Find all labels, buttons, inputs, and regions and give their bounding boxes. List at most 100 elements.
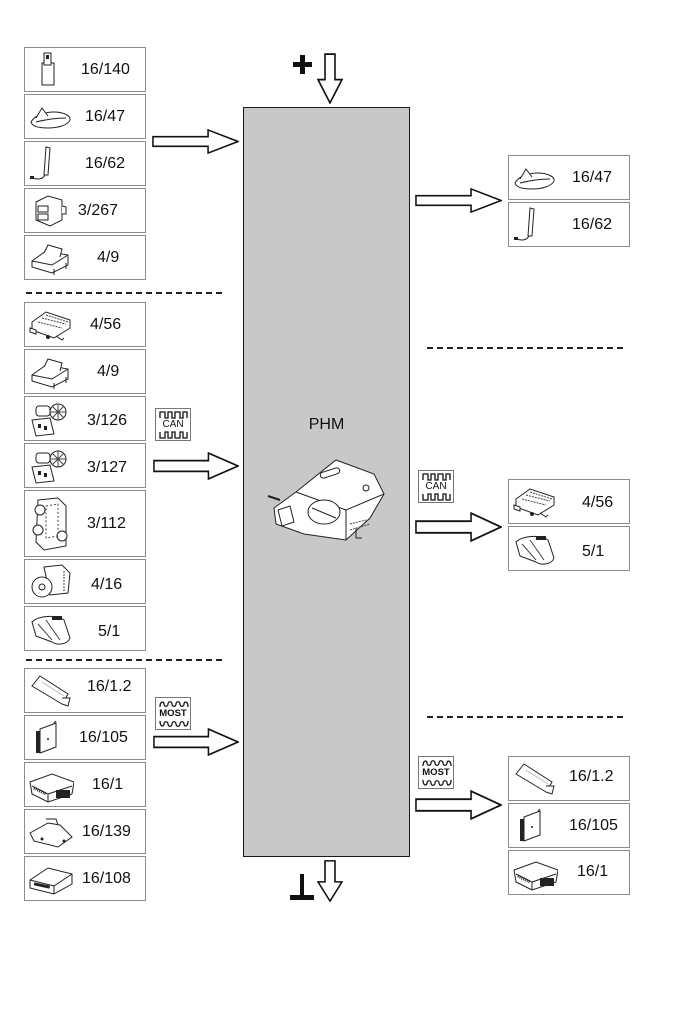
- input-arrow-group1: [152, 129, 239, 154]
- control-unit-icon: [28, 239, 74, 277]
- input-arrow-most: [153, 728, 239, 756]
- component-id: 3/127: [87, 459, 128, 476]
- can-bus-badge: CAN: [418, 470, 454, 503]
- component-id: 4/9: [97, 363, 120, 380]
- shark-fin-antenna-icon: [512, 159, 558, 197]
- head-unit-icon: [512, 854, 558, 892]
- fuse-box-icon: [28, 306, 74, 344]
- component-id: 16/105: [569, 817, 618, 834]
- instrument-cluster-icon: [28, 610, 74, 648]
- component-id: 16/47: [85, 108, 126, 125]
- most-bus-badge: MOST: [155, 697, 191, 730]
- component-id: 16/62: [572, 216, 613, 233]
- can-square-wave-icon: [159, 411, 189, 419]
- component-id: 4/16: [91, 576, 123, 593]
- phm-label: PHM: [308, 416, 345, 433]
- display-icon: [28, 672, 74, 710]
- group-divider: [26, 292, 222, 294]
- input-component-16-105[interactable]: 16/105: [24, 715, 146, 760]
- ground-arrow: [317, 860, 343, 902]
- display-icon: [512, 760, 558, 798]
- component-id: 16/1: [92, 776, 124, 793]
- output-component-16-47[interactable]: 16/47: [508, 155, 630, 200]
- component-id: 5/1: [98, 623, 121, 640]
- can-bus-label: CAN: [162, 419, 184, 430]
- component-id: 16/1.2: [569, 768, 614, 785]
- output-arrow-most: [415, 790, 502, 820]
- rod-antenna-icon: [28, 145, 74, 183]
- input-component-4-9[interactable]: 4/9: [24, 349, 146, 394]
- shark-fin-antenna-icon: [28, 98, 74, 136]
- most-bus-label: MOST: [159, 708, 187, 719]
- amplifier-icon: [28, 719, 74, 757]
- component-id: 16/140: [81, 61, 130, 78]
- component-id: 16/139: [82, 823, 131, 840]
- component-id: 5/1: [582, 543, 605, 560]
- output-component-16-62[interactable]: 16/62: [508, 202, 630, 247]
- input-component-16-139[interactable]: 16/139: [24, 809, 146, 854]
- component-id: 4/56: [90, 316, 122, 333]
- output-component-16-1-2[interactable]: 16/1.2: [508, 756, 630, 801]
- component-id: 16/47: [572, 169, 613, 186]
- door-module-icon: [28, 494, 74, 554]
- input-component-4-56[interactable]: 4/56: [24, 302, 146, 347]
- output-arrow-group1: [415, 188, 502, 213]
- power-supply-arrow: [317, 53, 343, 104]
- component-id: 16/1.2: [87, 678, 132, 695]
- input-component-16-62[interactable]: 16/62: [24, 141, 146, 186]
- can-bus-label: CAN: [425, 481, 447, 492]
- component-id: 3/112: [87, 515, 126, 532]
- component-id: 4/56: [582, 494, 614, 511]
- can-square-wave-icon: [422, 493, 452, 501]
- head-unit-icon: [28, 766, 74, 804]
- rod-antenna-icon: [512, 206, 558, 244]
- most-sine-wave-icon: [422, 759, 452, 767]
- window-motor-icon: [28, 447, 74, 485]
- actuator-icon: [28, 563, 74, 601]
- window-motor-icon: [28, 400, 74, 438]
- can-bus-badge: CAN: [155, 408, 191, 441]
- input-component-16-47[interactable]: 16/47: [24, 94, 146, 139]
- input-component-4-9[interactable]: 4/9: [24, 235, 146, 280]
- input-component-16-1-2[interactable]: 16/1.2: [24, 668, 146, 713]
- can-square-wave-icon: [159, 431, 189, 439]
- most-sine-wave-icon: [159, 720, 189, 728]
- output-component-5-1[interactable]: 5/1: [508, 526, 630, 571]
- output-component-16-1[interactable]: 16/1: [508, 850, 630, 895]
- component-id: 16/62: [85, 155, 126, 172]
- output-arrow-can: [415, 512, 502, 542]
- component-id: 4/9: [97, 249, 120, 266]
- switch-unit-icon: [28, 192, 74, 230]
- phm-module-block[interactable]: PHM: [243, 107, 410, 857]
- component-id: 3/126: [87, 412, 128, 429]
- input-arrow-can: [153, 452, 239, 480]
- input-component-16-108[interactable]: 16/108: [24, 856, 146, 901]
- ground-icon: [290, 874, 314, 900]
- plus-icon: [293, 55, 312, 74]
- component-id: 16/1: [577, 863, 609, 880]
- output-component-16-105[interactable]: 16/105: [508, 803, 630, 848]
- instrument-cluster-icon: [512, 530, 558, 568]
- component-id: 16/105: [79, 729, 128, 746]
- most-sine-wave-icon: [159, 700, 189, 708]
- component-id: 3/267: [78, 202, 119, 219]
- input-component-3-127[interactable]: 3/127: [24, 443, 146, 488]
- cd-changer-icon: [28, 860, 74, 898]
- fuse-box-icon: [512, 483, 558, 521]
- input-component-16-1[interactable]: 16/1: [24, 762, 146, 807]
- group-divider: [26, 659, 222, 661]
- most-bus-label: MOST: [422, 767, 450, 778]
- input-component-3-126[interactable]: 3/126: [24, 396, 146, 441]
- component-id: 16/108: [82, 870, 131, 887]
- input-component-5-1[interactable]: 5/1: [24, 606, 146, 651]
- input-component-3-267[interactable]: 3/267: [24, 188, 146, 233]
- group-divider: [427, 347, 623, 349]
- control-unit-icon: [28, 353, 74, 391]
- input-component-4-16[interactable]: 4/16: [24, 559, 146, 604]
- input-component-16-140[interactable]: 16/140: [24, 47, 146, 92]
- most-sine-wave-icon: [422, 779, 452, 787]
- input-component-3-112[interactable]: 3/112: [24, 490, 146, 557]
- group-divider: [427, 716, 623, 718]
- output-component-4-56[interactable]: 4/56: [508, 479, 630, 524]
- tuner-icon: [28, 813, 74, 851]
